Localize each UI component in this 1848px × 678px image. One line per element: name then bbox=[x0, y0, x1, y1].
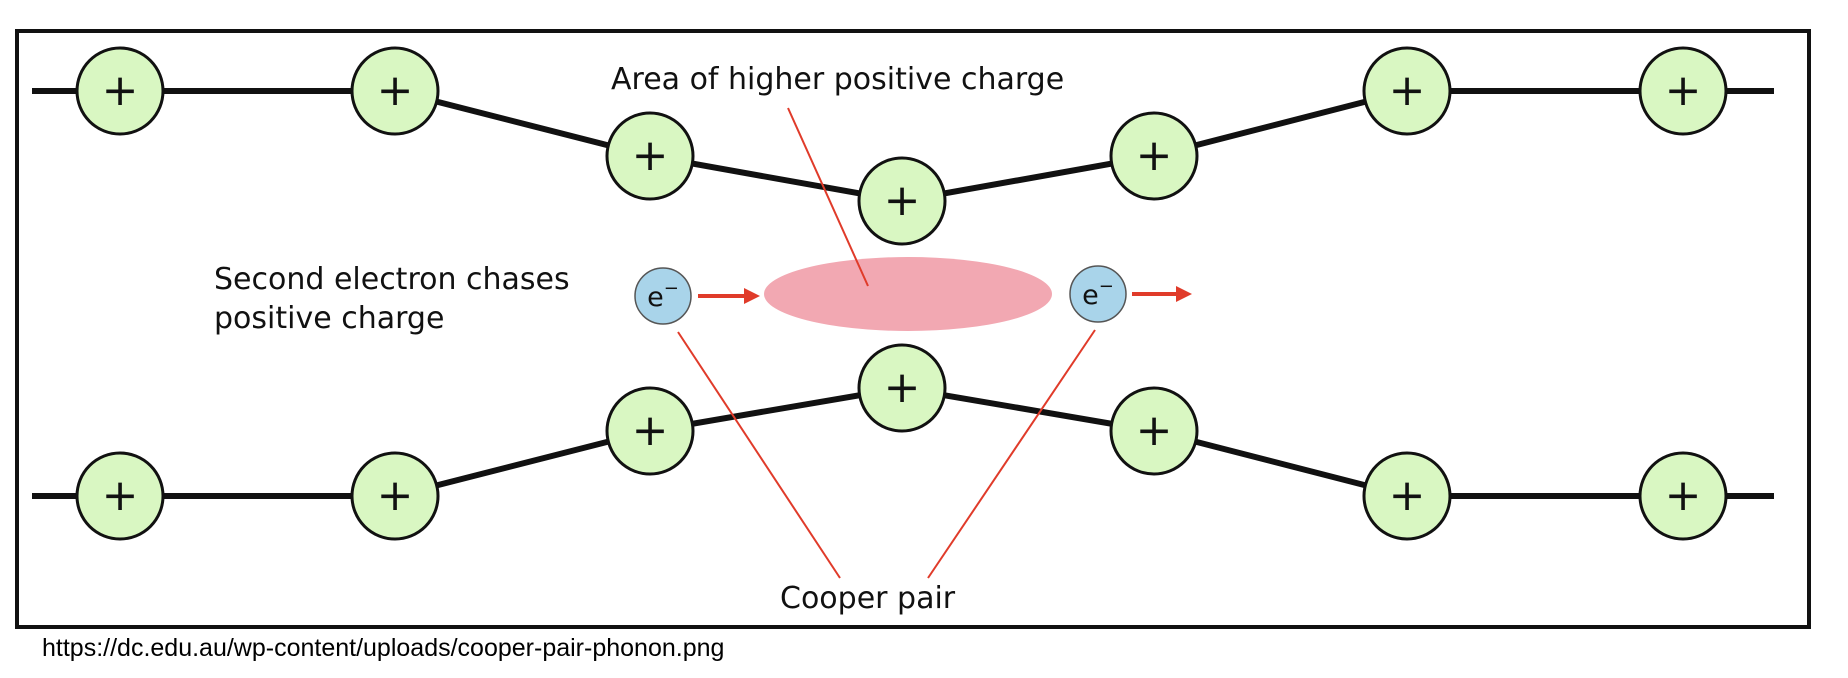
area-pointer-line bbox=[787, 107, 869, 287]
right-electron-arrow bbox=[1132, 286, 1192, 302]
electron-right-superscript: − bbox=[1099, 276, 1114, 297]
ion-plus-sign: + bbox=[1665, 470, 1702, 521]
ion-top-2: + bbox=[350, 46, 440, 136]
positive-charge-region bbox=[764, 257, 1052, 331]
cooper-pointer-right bbox=[927, 329, 1096, 579]
cooper-pair-label: Cooper pair bbox=[780, 581, 956, 616]
electron-left-symbol: e bbox=[647, 282, 664, 313]
svg-text:e−: e− bbox=[647, 278, 679, 313]
ion-plus-sign: + bbox=[1136, 405, 1173, 456]
svg-text:e−: e− bbox=[1082, 276, 1114, 311]
ion-bottom-5: + bbox=[1109, 386, 1199, 476]
ion-plus-sign: + bbox=[632, 130, 669, 181]
ion-plus-sign: + bbox=[1389, 470, 1426, 521]
electron-left-superscript: − bbox=[664, 278, 679, 299]
ion-top-1: + bbox=[75, 46, 165, 136]
ion-bottom-3: + bbox=[605, 386, 695, 476]
ion-top-7: + bbox=[1638, 46, 1728, 136]
ion-bottom-4: + bbox=[857, 343, 947, 433]
ion-top-6: + bbox=[1362, 46, 1452, 136]
ion-plus-sign: + bbox=[884, 175, 921, 226]
ion-top-3: + bbox=[605, 111, 695, 201]
ion-plus-sign: + bbox=[377, 65, 414, 116]
ion-top-5: + bbox=[1109, 111, 1199, 201]
cooper-pointer-left bbox=[677, 331, 841, 579]
lattice-ions: + + + + + + + + + + + + + + bbox=[75, 46, 1728, 541]
ion-top-4: + bbox=[857, 156, 947, 246]
area-label: Area of higher positive charge bbox=[611, 62, 1064, 97]
ion-bottom-1: + bbox=[75, 451, 165, 541]
ion-bottom-2: + bbox=[350, 451, 440, 541]
ion-plus-sign: + bbox=[632, 405, 669, 456]
ion-plus-sign: + bbox=[1389, 65, 1426, 116]
second-electron-label-line2: positive charge bbox=[214, 301, 444, 336]
electron-right: e− bbox=[1069, 265, 1127, 323]
electron-right-symbol: e bbox=[1082, 280, 1099, 311]
ion-plus-sign: + bbox=[1136, 130, 1173, 181]
left-electron-arrow bbox=[698, 288, 760, 304]
source-url: https://dc.edu.au/wp-content/uploads/coo… bbox=[42, 634, 725, 662]
ion-plus-sign: + bbox=[884, 362, 921, 413]
ion-plus-sign: + bbox=[1665, 65, 1702, 116]
ion-plus-sign: + bbox=[377, 470, 414, 521]
second-electron-label-line1: Second electron chases bbox=[214, 262, 570, 297]
ion-bottom-7: + bbox=[1638, 451, 1728, 541]
ion-plus-sign: + bbox=[102, 65, 139, 116]
ion-plus-sign: + bbox=[102, 470, 139, 521]
electron-left: e− bbox=[634, 267, 692, 325]
ion-bottom-6: + bbox=[1362, 451, 1452, 541]
